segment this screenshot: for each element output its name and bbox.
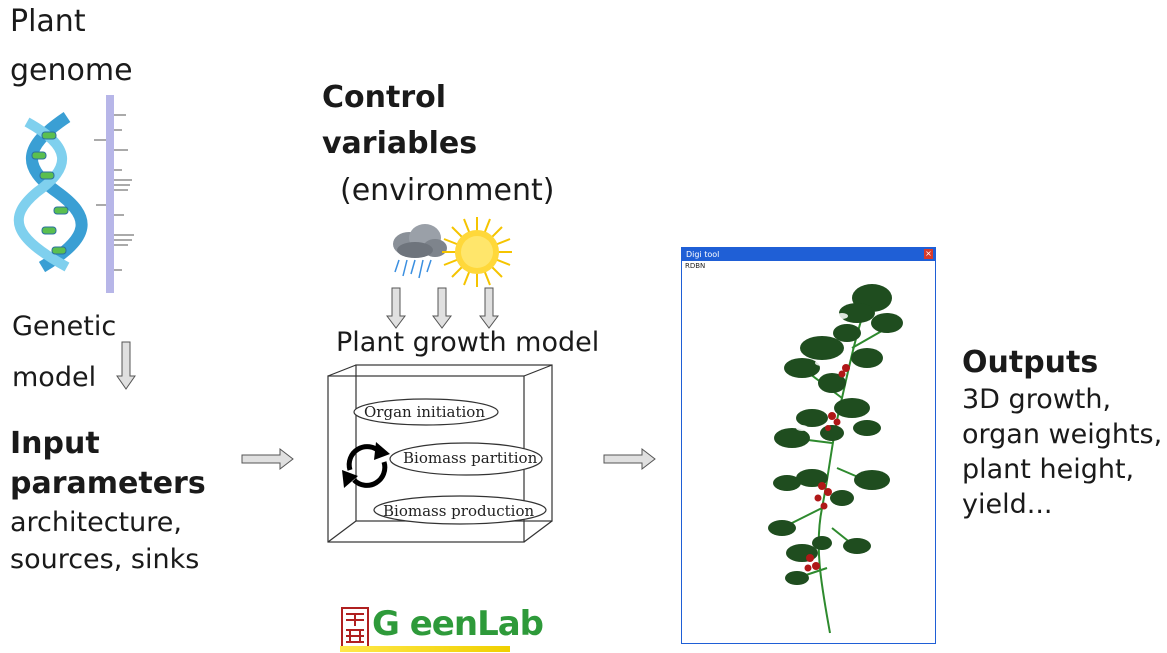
control-variables-heading: Control variables (322, 80, 477, 162)
dna-helix-icon (13, 112, 88, 273)
window-title: Digi tool (686, 250, 720, 259)
sun-icon (442, 217, 512, 287)
oval-label-biomass-partition: Biomass partition (403, 449, 538, 467)
outputs-heading: Outputs (962, 345, 1099, 380)
input-parameters-block: Input parameters architecture, sources, … (10, 426, 206, 576)
oval-label-biomass-production: Biomass production (383, 502, 535, 520)
control-variables-sub: (environment) (340, 173, 555, 208)
down-arrow-icon (432, 287, 452, 329)
input-heading-line1: Input (10, 426, 100, 461)
outputs-line: plant height, (962, 454, 1135, 485)
plant-3d-render (768, 284, 903, 634)
rain-cloud-icon (393, 224, 447, 279)
down-arrow-icon (116, 341, 136, 390)
outputs-line: organ weights, (962, 419, 1163, 450)
oval-biomass-production (373, 495, 547, 525)
down-arrow-icon (479, 287, 499, 329)
right-arrow-icon (241, 447, 294, 471)
input-detail-line2: sources, sinks (10, 544, 200, 575)
right-arrow-icon (603, 447, 656, 471)
oval-organ-initiation (353, 398, 499, 426)
window-menu[interactable]: RDBN (685, 262, 706, 270)
model-title: Plant growth model (336, 327, 600, 358)
oval-biomass-partition (389, 442, 543, 476)
down-arrow-icon (386, 287, 406, 329)
greenlab-logo: G eenLab (340, 596, 544, 653)
seal-icon (341, 607, 369, 649)
plant-genome-line1: Plant (10, 4, 86, 39)
cycle-arrows-icon (342, 442, 390, 488)
close-icon[interactable]: × (924, 249, 933, 259)
input-heading-line2: parameters (10, 466, 206, 501)
environment-arrows (386, 287, 499, 329)
genetic-model-line1: Genetic (12, 311, 117, 342)
logo-wordmark: G eenLab (372, 604, 544, 644)
genetic-model-label: Genetic model (12, 310, 116, 394)
genetic-model-line2: model (12, 362, 97, 393)
plant-genome-label: Plant genome (10, 4, 133, 89)
chromosome-map-icon (94, 95, 134, 293)
control-heading-line1: Control (322, 80, 447, 115)
window-titlebar: Digi tool × (682, 248, 935, 261)
outputs-line: 3D growth, (962, 384, 1112, 415)
control-heading-line2: variables (322, 126, 478, 161)
oval-label-organ-initiation: Organ initiation (364, 403, 485, 421)
outputs-line: yield... (962, 489, 1053, 520)
output-window: Digi tool × RDBN (681, 247, 936, 644)
input-detail-line1: architecture, (10, 507, 182, 538)
logo-underline (340, 646, 510, 652)
outputs-block: Outputs 3D growth, organ weights, plant … (962, 345, 1162, 521)
plant-genome-line2: genome (10, 53, 133, 88)
